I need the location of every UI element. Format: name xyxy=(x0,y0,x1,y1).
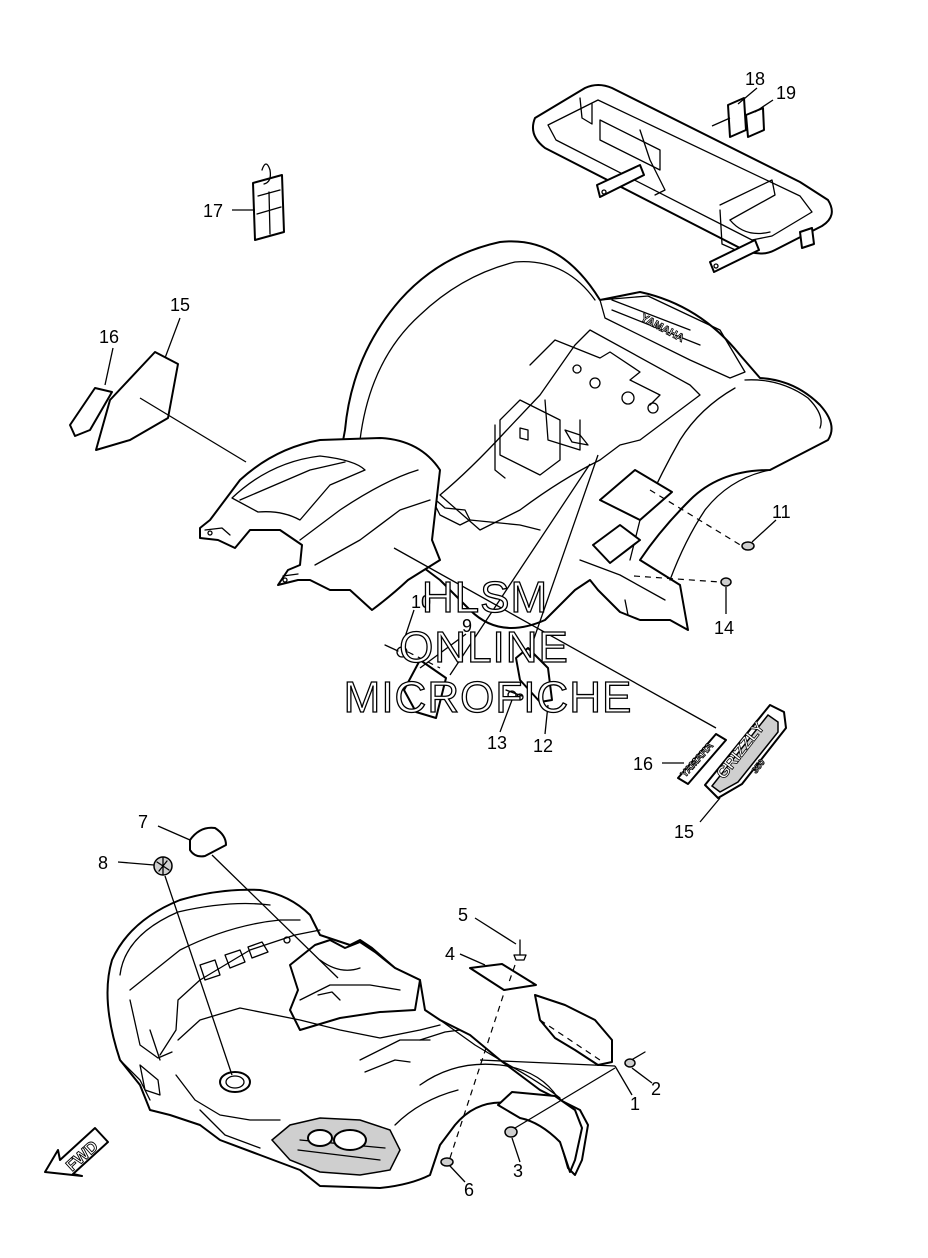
fwd-arrow-icon xyxy=(44,1127,109,1177)
rear-side-cover[interactable] xyxy=(199,437,441,611)
callout-2: 2 xyxy=(651,1079,661,1099)
callout-9: 9 xyxy=(462,616,472,636)
bolt-2[interactable] xyxy=(624,1051,646,1068)
watermark-line-1: HLSM xyxy=(422,573,548,622)
bolt-5[interactable] xyxy=(513,939,527,961)
callout-16-lower: 16 xyxy=(633,754,653,774)
callout-8: 8 xyxy=(98,853,108,873)
warning-tag[interactable] xyxy=(252,163,285,241)
emblem-7[interactable] xyxy=(189,826,227,858)
callout-7: 7 xyxy=(138,812,148,832)
emblem-15-lower[interactable] xyxy=(704,704,787,799)
callout-12: 12 xyxy=(533,736,553,756)
bracket-12[interactable] xyxy=(515,647,553,703)
watermark-line-3: MICROFICHE xyxy=(344,673,633,722)
rear-carrier-rack[interactable] xyxy=(532,84,833,273)
emblem-16-lower[interactable] xyxy=(677,733,727,785)
reflector-plate-9[interactable] xyxy=(403,659,447,719)
callout-19: 19 xyxy=(776,83,796,103)
front-fender[interactable] xyxy=(106,888,589,1189)
grommet-11[interactable] xyxy=(741,541,755,551)
rear-fender[interactable] xyxy=(331,240,833,631)
callout-numbers: 18 19 17 15 16 11 14 10 9 13 12 16 15 7 … xyxy=(98,69,796,1200)
plate-4[interactable] xyxy=(469,963,537,991)
callout-15-lower: 15 xyxy=(674,822,694,842)
screw-10[interactable] xyxy=(384,644,408,658)
callout-15-upper: 15 xyxy=(170,295,190,315)
washer-3[interactable] xyxy=(504,1126,518,1138)
callout-6: 6 xyxy=(464,1180,474,1200)
callout-17: 17 xyxy=(203,201,223,221)
watermark-line-2: ONLINE xyxy=(399,623,569,672)
callout-14: 14 xyxy=(714,618,734,638)
front-mud-flap[interactable] xyxy=(534,994,613,1066)
callout-10: 10 xyxy=(411,592,431,612)
emblem-16-upper[interactable] xyxy=(69,387,113,437)
emblem-15-upper[interactable] xyxy=(95,351,179,451)
carrier-label-18[interactable] xyxy=(727,97,747,138)
callout-5: 5 xyxy=(458,905,468,925)
callout-4: 4 xyxy=(445,944,455,964)
callout-16-upper: 16 xyxy=(99,327,119,347)
callout-3: 3 xyxy=(513,1161,523,1181)
callout-18: 18 xyxy=(745,69,765,89)
round-emblem-8[interactable] xyxy=(153,856,173,876)
callout-13: 13 xyxy=(487,733,507,753)
grommet-14[interactable] xyxy=(720,577,732,587)
callout-11: 11 xyxy=(772,502,791,522)
watermark: HLSM ONLINE MICROFICHE xyxy=(343,572,633,722)
bolt-13[interactable] xyxy=(505,689,524,701)
callout-1: 1 xyxy=(630,1094,640,1114)
rivet-6[interactable] xyxy=(440,1157,454,1167)
carrier-label-19[interactable] xyxy=(745,107,765,138)
